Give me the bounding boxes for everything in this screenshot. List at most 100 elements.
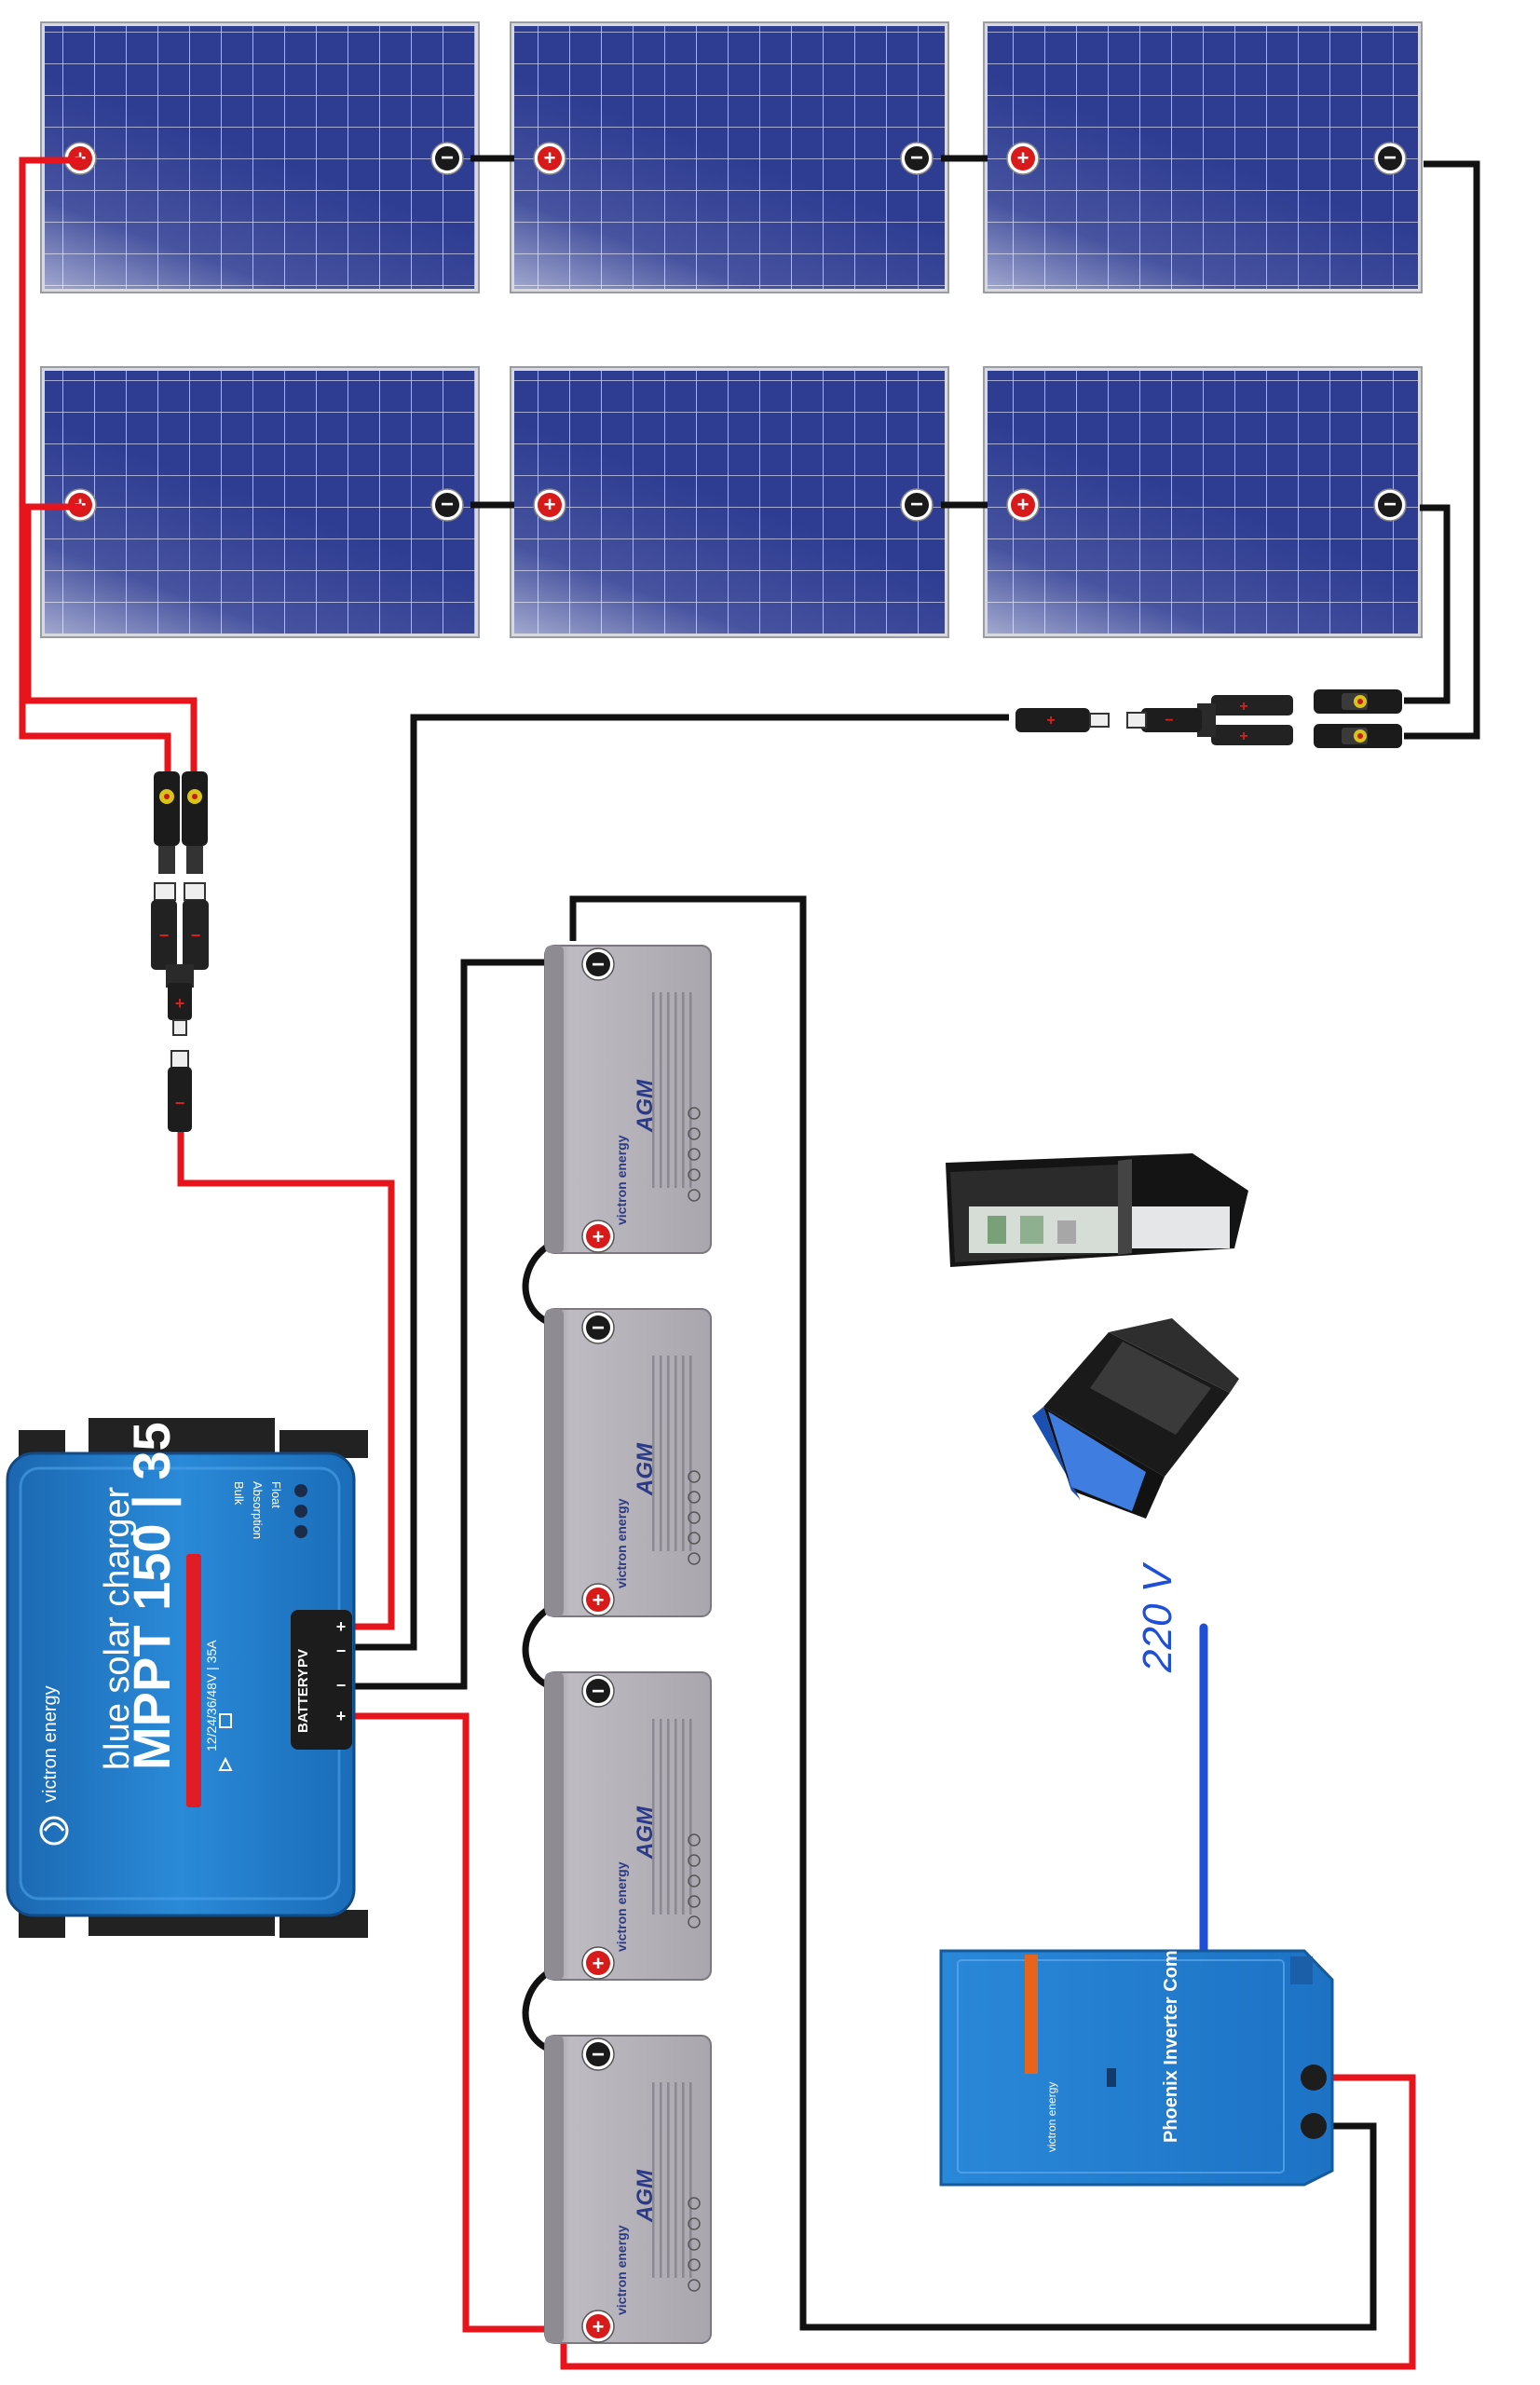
battery-warning-icon [688, 2197, 701, 2210]
string1-positive-wire [19, 157, 171, 775]
panel-plus-symbol: + [1017, 146, 1029, 170]
panel-negative-terminal-icon: − [430, 488, 464, 522]
battery-positive-terminal-icon: + [581, 1946, 615, 1980]
panel-positive-terminal-icon: + [533, 488, 566, 522]
battery-warning-icon [688, 2217, 701, 2230]
terminal-pv-label: PV [295, 1649, 311, 1668]
battery-warning-icon [688, 1148, 701, 1161]
battery-positive-terminal-icon: + [581, 2310, 615, 2343]
panel-plus-symbol: + [544, 146, 556, 170]
inverter-negative-terminal [1301, 2113, 1327, 2139]
string1-negative-wire [1404, 160, 1480, 740]
battery-plus-symbol: + [593, 1952, 605, 1975]
panel-minus-symbol: − [910, 145, 923, 170]
panel-positive-terminal-icon: + [1006, 488, 1040, 522]
panel-negative-terminal-icon: − [430, 142, 464, 175]
panel-plus-symbol: + [1017, 493, 1029, 516]
battery-warning-icon [688, 1833, 701, 1847]
battery-warning-icon [688, 2279, 701, 2292]
battery-positive-wire [337, 1712, 579, 2333]
battery-brand: victron energy [614, 1135, 629, 1225]
battery-negative-terminal-icon: − [581, 1311, 615, 1344]
battery-warning-icon [688, 1470, 701, 1483]
mc4-input-connector-left-a [154, 771, 180, 874]
battery-negative-terminal-icon: − [581, 947, 615, 981]
panel-positive-terminal-icon: + [1006, 142, 1040, 175]
battery-positive-terminal-icon: + [581, 1220, 615, 1253]
battery-warning-icon [688, 1532, 701, 1545]
battery-warning-icon [688, 1127, 701, 1140]
battery-brand: victron energy [614, 1861, 629, 1952]
battery-warning-icon [688, 1854, 701, 1867]
solar-panel: +− [983, 366, 1423, 638]
mc4-branch-connector-positive: − − + [151, 882, 209, 1036]
pv-negative-wire [337, 714, 1009, 1651]
inverter-model: Phoenix Inverter Compact [1161, 1912, 1181, 2143]
mc4-output-connector-negative: + [1015, 708, 1110, 732]
panel-plus-symbol: + [544, 493, 556, 516]
branch-minus-symbol-1: − [159, 926, 170, 945]
battery-warning-icon [688, 1168, 701, 1181]
bank-negative-to-inverter [569, 895, 1377, 2331]
mc4-input-connector-left-b [182, 771, 208, 874]
panel-minus-symbol: − [441, 492, 454, 517]
terminal-battery-minus: − [336, 1676, 347, 1695]
battery-warning-icon [688, 2238, 701, 2251]
panel-negative-terminal-icon: − [1373, 488, 1407, 522]
solar-panel: +− [40, 21, 480, 293]
inverter-switch[interactable] [1107, 2068, 1116, 2087]
panel-minus-symbol: − [1383, 492, 1397, 517]
terminal-pv-minus: − [336, 1642, 347, 1660]
mppt-terminal-block: BATTERY PV + − − + [291, 1610, 352, 1750]
panel-negative-terminal-icon: − [1373, 142, 1407, 175]
branch-plus-symbol-left: + [175, 994, 185, 1013]
battery-minus-symbol: − [592, 952, 605, 977]
solar-panel: +− [983, 21, 1423, 293]
battery-warning-icon [688, 1895, 701, 1908]
panel-negative-terminal-icon: − [900, 488, 934, 522]
solar-panel: +− [510, 21, 949, 293]
solar-panel: +− [40, 366, 480, 638]
victron-logo-icon [39, 1816, 69, 1846]
panel-minus-symbol: − [441, 145, 454, 170]
battery-warning-icon [688, 1511, 701, 1524]
led-label-bulk: Bulk [232, 1481, 246, 1506]
battery-warning-icon [688, 1491, 701, 1504]
battery-positive-terminal-icon: + [581, 1583, 615, 1616]
battery-minus-symbol: − [592, 2042, 605, 2067]
string2-positive-wire [24, 503, 198, 775]
mc4-connectors: + + − + [151, 689, 1402, 1132]
battery-negative-wire [337, 959, 582, 1690]
inverter-brand: victron energy [1045, 2082, 1058, 2152]
battery-negative-terminal-icon: − [581, 1674, 615, 1708]
output-minus-symbol-left: − [175, 1094, 185, 1112]
battery-type: AGM [633, 2169, 658, 2223]
panel-negative-terminal-icon: − [900, 142, 934, 175]
mc4-input-connector-bottom [1314, 724, 1402, 748]
battery-warning-icon [688, 1915, 701, 1928]
battery-type: AGM [633, 1442, 658, 1496]
battery-negative-terminal-icon: − [581, 2037, 615, 2071]
terminal-battery-label: BATTERY [295, 1669, 311, 1733]
battery-warning-icon [688, 1189, 701, 1202]
battery-brand: victron energy [614, 2225, 629, 2315]
inverter: Phoenix Inverter Compact victron energy [939, 1912, 1334, 2187]
battery-warning-icon [688, 1107, 701, 1120]
mppt-spec: 12/24/36/48V | 35A [204, 1640, 219, 1751]
battery-plus-symbol: + [593, 2315, 605, 2338]
laptop-icon [1032, 1318, 1239, 1519]
battery: victron energy AGM − + [544, 2035, 712, 2344]
battery-minus-symbol: − [592, 1315, 605, 1341]
mppt-brand: victron energy [40, 1685, 61, 1803]
mc4-branch-connector-negative: + + − [1126, 695, 1293, 745]
mppt-model: MPPT 150 | 35 [122, 1422, 182, 1770]
coffee-machine-icon [946, 1153, 1248, 1267]
panel-minus-symbol: − [1383, 145, 1397, 170]
panel-positive-terminal-icon: + [63, 142, 97, 175]
battery-minus-symbol: − [592, 1679, 605, 1704]
pv-positive-wire [177, 1114, 395, 1630]
